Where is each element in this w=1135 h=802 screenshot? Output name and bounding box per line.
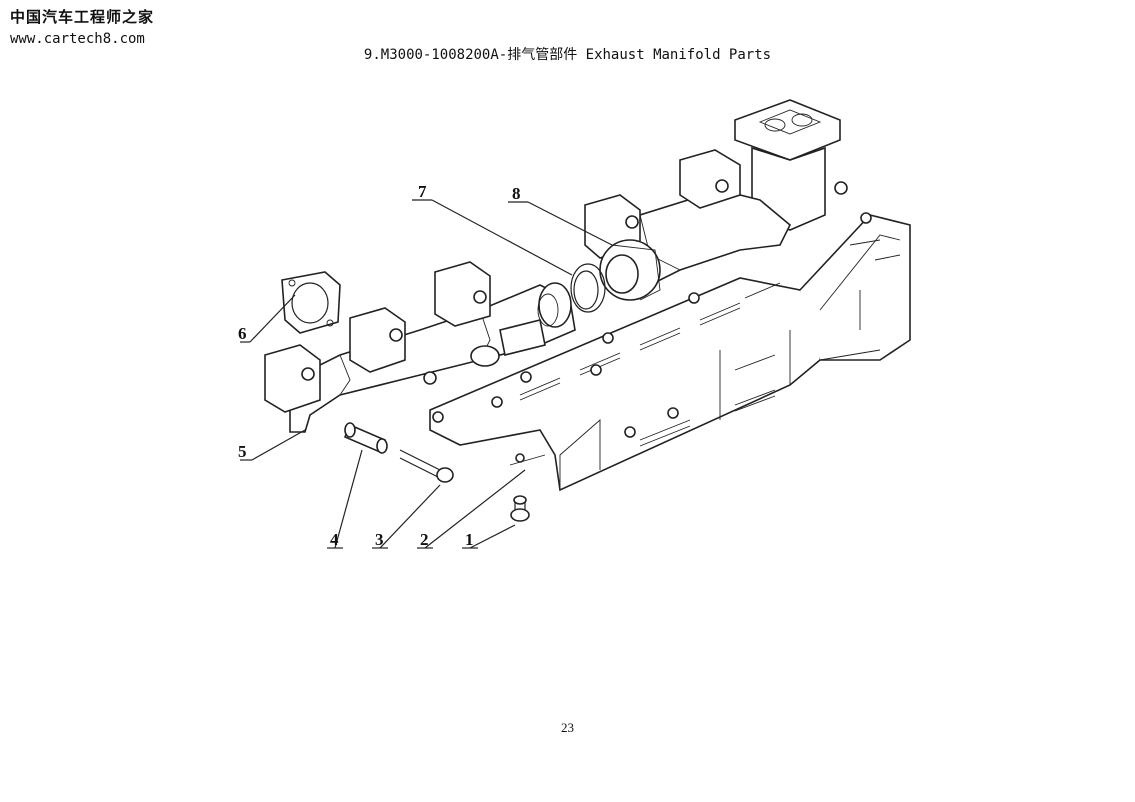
seal-ring-part-7: [570, 263, 606, 313]
callout-1: 1: [465, 530, 474, 549]
heat-shield: [429, 212, 911, 492]
callout-6: 6: [238, 324, 247, 343]
gasket-part-6: [281, 271, 341, 334]
page-title: 9.M3000-1008200A-排气管部件 Exhaust Manifold …: [363, 47, 772, 63]
callout-8: 8: [512, 184, 521, 203]
callout-2: 2: [420, 530, 429, 549]
watermark-site-name: 中国汽车工程师之家: [10, 8, 155, 26]
callout-4: 4: [330, 530, 339, 549]
front-manifold-part-5: [264, 261, 576, 433]
callout-7: 7: [418, 182, 427, 201]
page-number: 23: [561, 720, 574, 735]
callout-5: 5: [238, 442, 247, 461]
leader-lines: [240, 199, 613, 549]
spacer-part-4: [343, 422, 388, 454]
bolt-part-3: [399, 449, 454, 483]
watermark-url: www.cartech8.com: [10, 31, 145, 47]
sleeve-part-8: [599, 239, 661, 301]
bolt-part-1: [510, 495, 530, 522]
callout-3: 3: [375, 530, 384, 549]
